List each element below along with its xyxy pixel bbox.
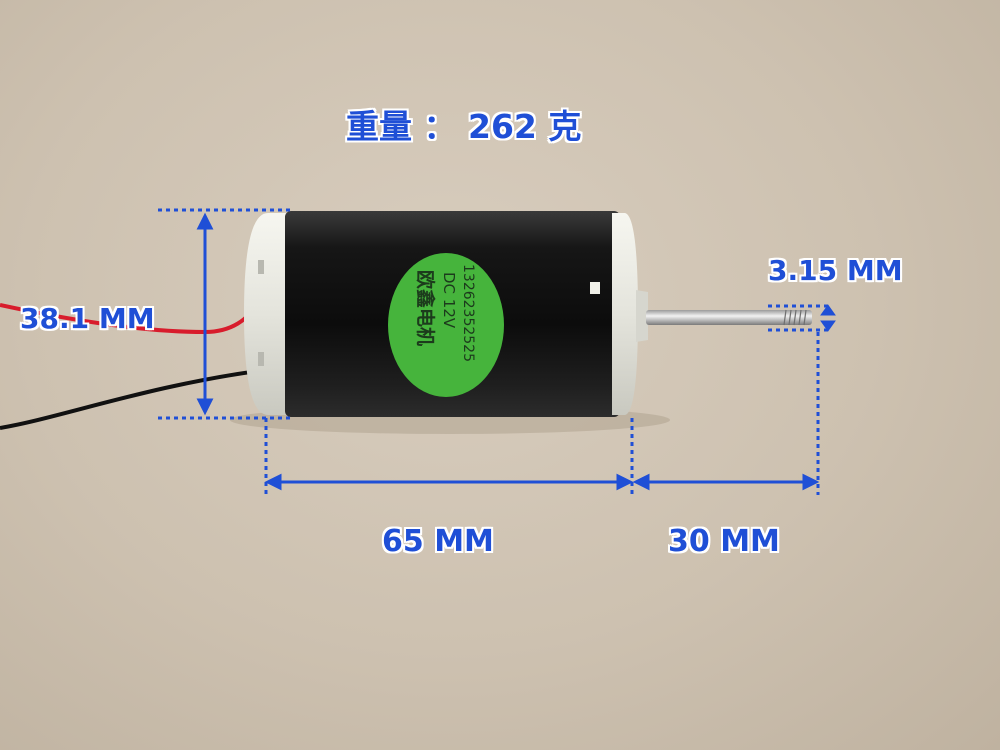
body-vent: [590, 282, 600, 294]
red-wire: [0, 299, 260, 335]
dimension-arrows: [196, 212, 836, 491]
sticker-brand: 欧鑫电机: [414, 270, 436, 347]
green-sticker: [388, 253, 504, 397]
shaft-thread: [783, 309, 807, 326]
rear-end-cap: [244, 213, 290, 415]
weight-label: 重量 ： 262 克: [346, 107, 582, 146]
sticker-voltage: DC 12V: [440, 272, 458, 329]
shaft-length-label: 30 MM: [668, 524, 780, 559]
rear-cap-notch: [258, 352, 264, 366]
front-end-cap: [612, 213, 638, 415]
black-wire: [0, 368, 266, 430]
body-length-label: 65 MM: [382, 524, 494, 559]
motor-shaft: [646, 310, 812, 325]
diameter-label: 38.1 MM: [20, 302, 155, 335]
sticker-serial: 13262352525: [460, 264, 476, 362]
shaft-diameter-label: 3.15 MM: [768, 254, 903, 287]
front-bushing: [636, 290, 648, 342]
rear-cap-notch: [258, 260, 264, 274]
